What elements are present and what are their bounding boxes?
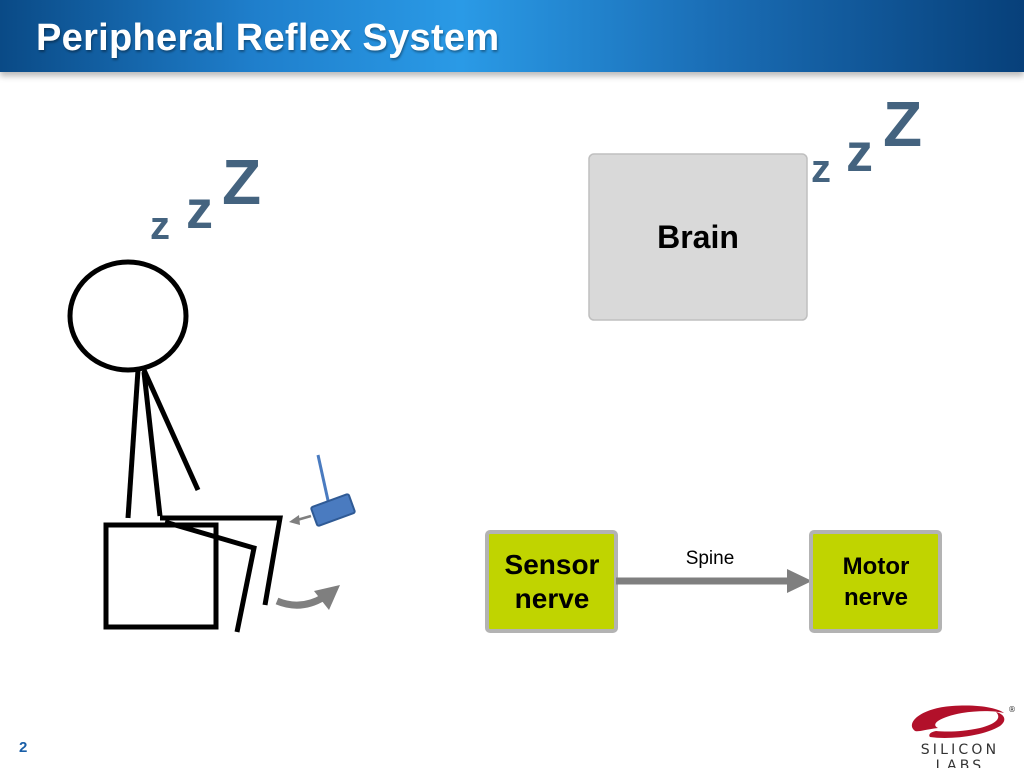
snore-left-z-medium: z: [186, 180, 213, 240]
snore-right-z-medium: z: [846, 123, 873, 183]
stick-figure-head: [67, 259, 189, 373]
reflex-hammer: [289, 454, 356, 527]
snore-right-z-large: Z: [883, 88, 922, 160]
stick-figure-torso-back: [141, 371, 163, 517]
stick-figure-upper-leg: [160, 515, 283, 606]
spine-label: Spine: [685, 548, 735, 569]
stool: [103, 522, 219, 630]
hammer-handle: [316, 454, 331, 506]
kick-arrow-curve: [275, 593, 326, 609]
stick-figure: [67, 259, 283, 633]
silicon-labs-logo: ® SILICON LABS: [900, 700, 1020, 768]
logo-swoosh-icon: ®: [911, 705, 1016, 738]
logo-registered-mark: ®: [1008, 705, 1016, 714]
tap-arrow-head: [289, 515, 300, 525]
brain-box: [588, 153, 808, 321]
stick-figure-torso-front: [125, 369, 141, 519]
stick-figure-lower-leg: [164, 519, 257, 633]
slide-title: Peripheral Reflex System: [36, 17, 500, 59]
snore-left-z-large: Z: [222, 146, 261, 218]
snore-left-z-small: z: [150, 204, 170, 248]
spine-arrow-head: [787, 569, 812, 593]
snore-left: z z Z: [150, 146, 261, 248]
title-bar: Peripheral Reflex System: [0, 0, 1024, 72]
stick-figure-arm: [141, 368, 201, 492]
sensor-nerve-box: [485, 530, 618, 633]
spine-arrow: [616, 569, 812, 593]
kick-arrow: [275, 585, 340, 610]
snore-right-z-small: z: [811, 147, 831, 191]
logo-text: SILICON LABS: [920, 742, 1000, 768]
hammer-head: [310, 493, 356, 527]
page-number: 2: [19, 739, 28, 756]
motor-nerve-box: [809, 530, 942, 633]
kick-arrow-head: [314, 585, 340, 610]
snore-right: z z Z: [811, 88, 922, 191]
